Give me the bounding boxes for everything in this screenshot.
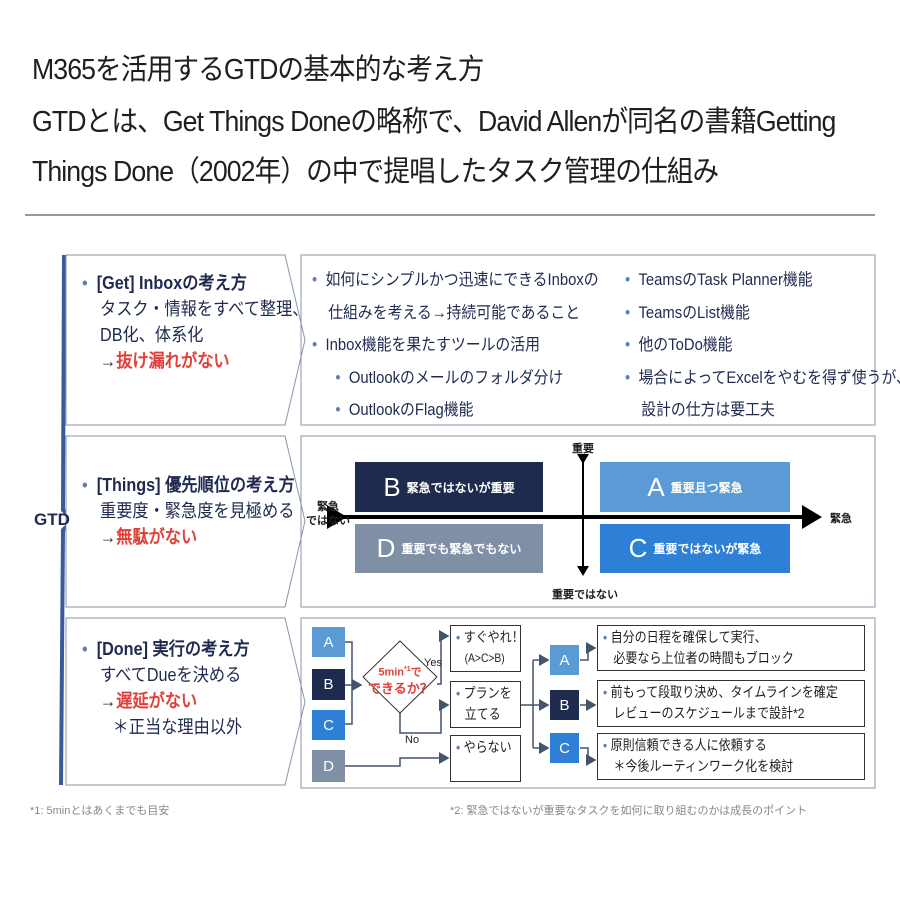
text: ＊今後ルーティンワーク化を検討: [613, 758, 794, 774]
line: DB化、体系化: [100, 325, 204, 345]
text: 自分の日程を確保して実行、: [610, 629, 767, 645]
no-label: No: [405, 734, 420, 746]
arrow: →: [100, 351, 117, 371]
result: 無駄がない: [116, 527, 198, 547]
inbox-panel: [300, 254, 876, 426]
plan-c: C: [550, 733, 579, 763]
outcome-do-now: • すぐやれ！(A>C>B): [450, 625, 524, 672]
input-c: C: [312, 710, 345, 740]
input-d: D: [312, 750, 345, 782]
inbox-left-list: • 如何にシンプルかつ迅速にできるInboxの 仕組みを考える→持続可能であるこ…: [312, 271, 599, 419]
plan-b: B: [550, 690, 579, 720]
tag: [Things]: [96, 475, 161, 495]
text: 必要なら上位者の時間もブロック: [613, 650, 794, 666]
label: 重要ではないが緊急: [653, 542, 762, 556]
bullet: 場合によってExcelをやむを得ず使うが、: [638, 368, 900, 387]
plan-a: A: [550, 645, 579, 675]
input-a: A: [312, 627, 345, 657]
bullet: 他のToDo機能: [638, 336, 733, 354]
row-things: • [Things] 優先順位の考え方 重要度・緊急度を見極める →無駄がない: [82, 475, 295, 547]
bullet: TeamsのTask Planner機能: [638, 271, 813, 289]
letter: A: [647, 471, 665, 502]
text: すぐやれ！: [463, 629, 524, 645]
label: 重要且つ緊急: [670, 480, 743, 495]
quadrant-c: C 重要ではないが緊急: [600, 524, 790, 573]
row-get: • [Get] Inboxの考え方 タスク・情報をすべて整理、 DB化、体系化 …: [82, 273, 309, 371]
sub-bullet: OutlookのFlag機能: [348, 401, 474, 419]
sub-bullet: Outlookのメールのフォルダ分け: [348, 368, 564, 387]
outcome-skip: • やらない: [450, 735, 521, 782]
bullet-cont: 仕組みを考える→持続可能であること: [328, 303, 581, 322]
letter: C: [628, 533, 648, 563]
bullet-cont: 設計の仕方は要工夫: [641, 401, 775, 419]
heading: 実行の考え方: [152, 639, 250, 659]
note: ＊正当な理由以外: [112, 717, 243, 737]
text: レビューのスケジュールまで設計*2: [613, 705, 805, 721]
text: 原則信頼できる人に依頼する: [610, 737, 767, 753]
gtd-label: GTD: [34, 510, 70, 529]
bullet: TeamsのList機能: [638, 303, 750, 322]
footnote-2: *2: 緊急ではないが重要なタスクを如何に取り組むのかは成長のポイント: [450, 805, 808, 817]
inbox-right-list: • TeamsのTask Planner機能 • TeamsのList機能 • …: [625, 264, 900, 427]
text: 立てる: [464, 706, 501, 722]
action-a: • 自分の日程を確保して実行、必要なら上位者の時間もブロック: [597, 625, 865, 671]
sup: *1: [404, 666, 411, 673]
axis-text: ではない: [306, 515, 350, 527]
tag: [Done]: [96, 639, 148, 659]
bullet: Inbox機能を果たすツールの活用: [325, 336, 540, 354]
axis-urgent: 緊急: [830, 513, 852, 525]
quadrant-d: D 重要でも緊急でもない: [355, 524, 543, 573]
text: やらない: [463, 739, 512, 755]
text: 5min: [378, 666, 405, 679]
letter: D: [376, 533, 396, 563]
title-line-2: GTDとは、Get Things Doneの略称で、David Allenが同名…: [32, 106, 836, 138]
title-line-3: Things Done（2002年）の中で提唱したタスク管理の仕組み: [32, 156, 719, 188]
axis-not-urgent: 緊急ではない: [306, 500, 350, 528]
title-line-1: M365を活用するGTDの基本的な考え方: [32, 54, 484, 86]
axis-text: 緊急: [317, 501, 339, 513]
quadrant-a: A 重要且つ緊急: [600, 462, 790, 512]
text: 前もって段取り決め、タイムラインを確定: [610, 684, 838, 700]
tag: [Get]: [96, 273, 135, 293]
line: 重要度・緊急度を見極める: [100, 501, 295, 521]
heading: Inboxの考え方: [139, 273, 248, 293]
outcome-plan: • プランを立てる: [450, 681, 521, 728]
text: で: [410, 666, 422, 679]
matrix-panel: [300, 435, 876, 608]
arrow: →: [100, 527, 117, 547]
line: タスク・情報をすべて整理、: [100, 299, 309, 319]
yes-label: Yes: [424, 657, 442, 669]
result: 抜け漏れがない: [116, 351, 230, 371]
arrow: →: [100, 691, 117, 711]
chevron-things: [65, 435, 306, 608]
decision-diamond: [362, 640, 438, 714]
footnote-1: *1: 5minとはあくまでも目安: [30, 805, 170, 817]
bullet: 如何にシンプルかつ迅速にできるInboxの: [325, 271, 599, 289]
text: できるか？: [368, 680, 433, 696]
label: 緊急ではないが重要: [406, 480, 515, 495]
text: プランを: [463, 685, 512, 701]
chevron-get: [65, 254, 306, 426]
action-c: • 原則信頼できる人に依頼する＊今後ルーティンワーク化を検討: [597, 733, 865, 780]
input-b: B: [312, 669, 345, 700]
quadrant-b: B 緊急ではないが重要: [355, 462, 543, 512]
axis-important: 重要: [572, 443, 594, 455]
action-b: • 前もって段取り決め、タイムラインを確定レビューのスケジュールまで設計*2: [597, 680, 865, 727]
result: 遅延がない: [116, 691, 198, 711]
line: すべてDueを決める: [100, 665, 242, 685]
chevron-done: [65, 617, 306, 786]
decision-text: 5min*1で できるか？: [368, 662, 433, 696]
row-done: • [Done] 実行の考え方 すべてDueを決める →遅延がない ＊正当な理由…: [82, 636, 250, 740]
label: 重要でも緊急でもない: [401, 542, 522, 556]
letter: B: [383, 471, 401, 502]
flow-panel: [300, 617, 876, 789]
heading: 優先順位の考え方: [165, 475, 295, 495]
text: (A>C>B): [464, 651, 505, 665]
axis-not-important: 重要ではない: [552, 589, 618, 601]
